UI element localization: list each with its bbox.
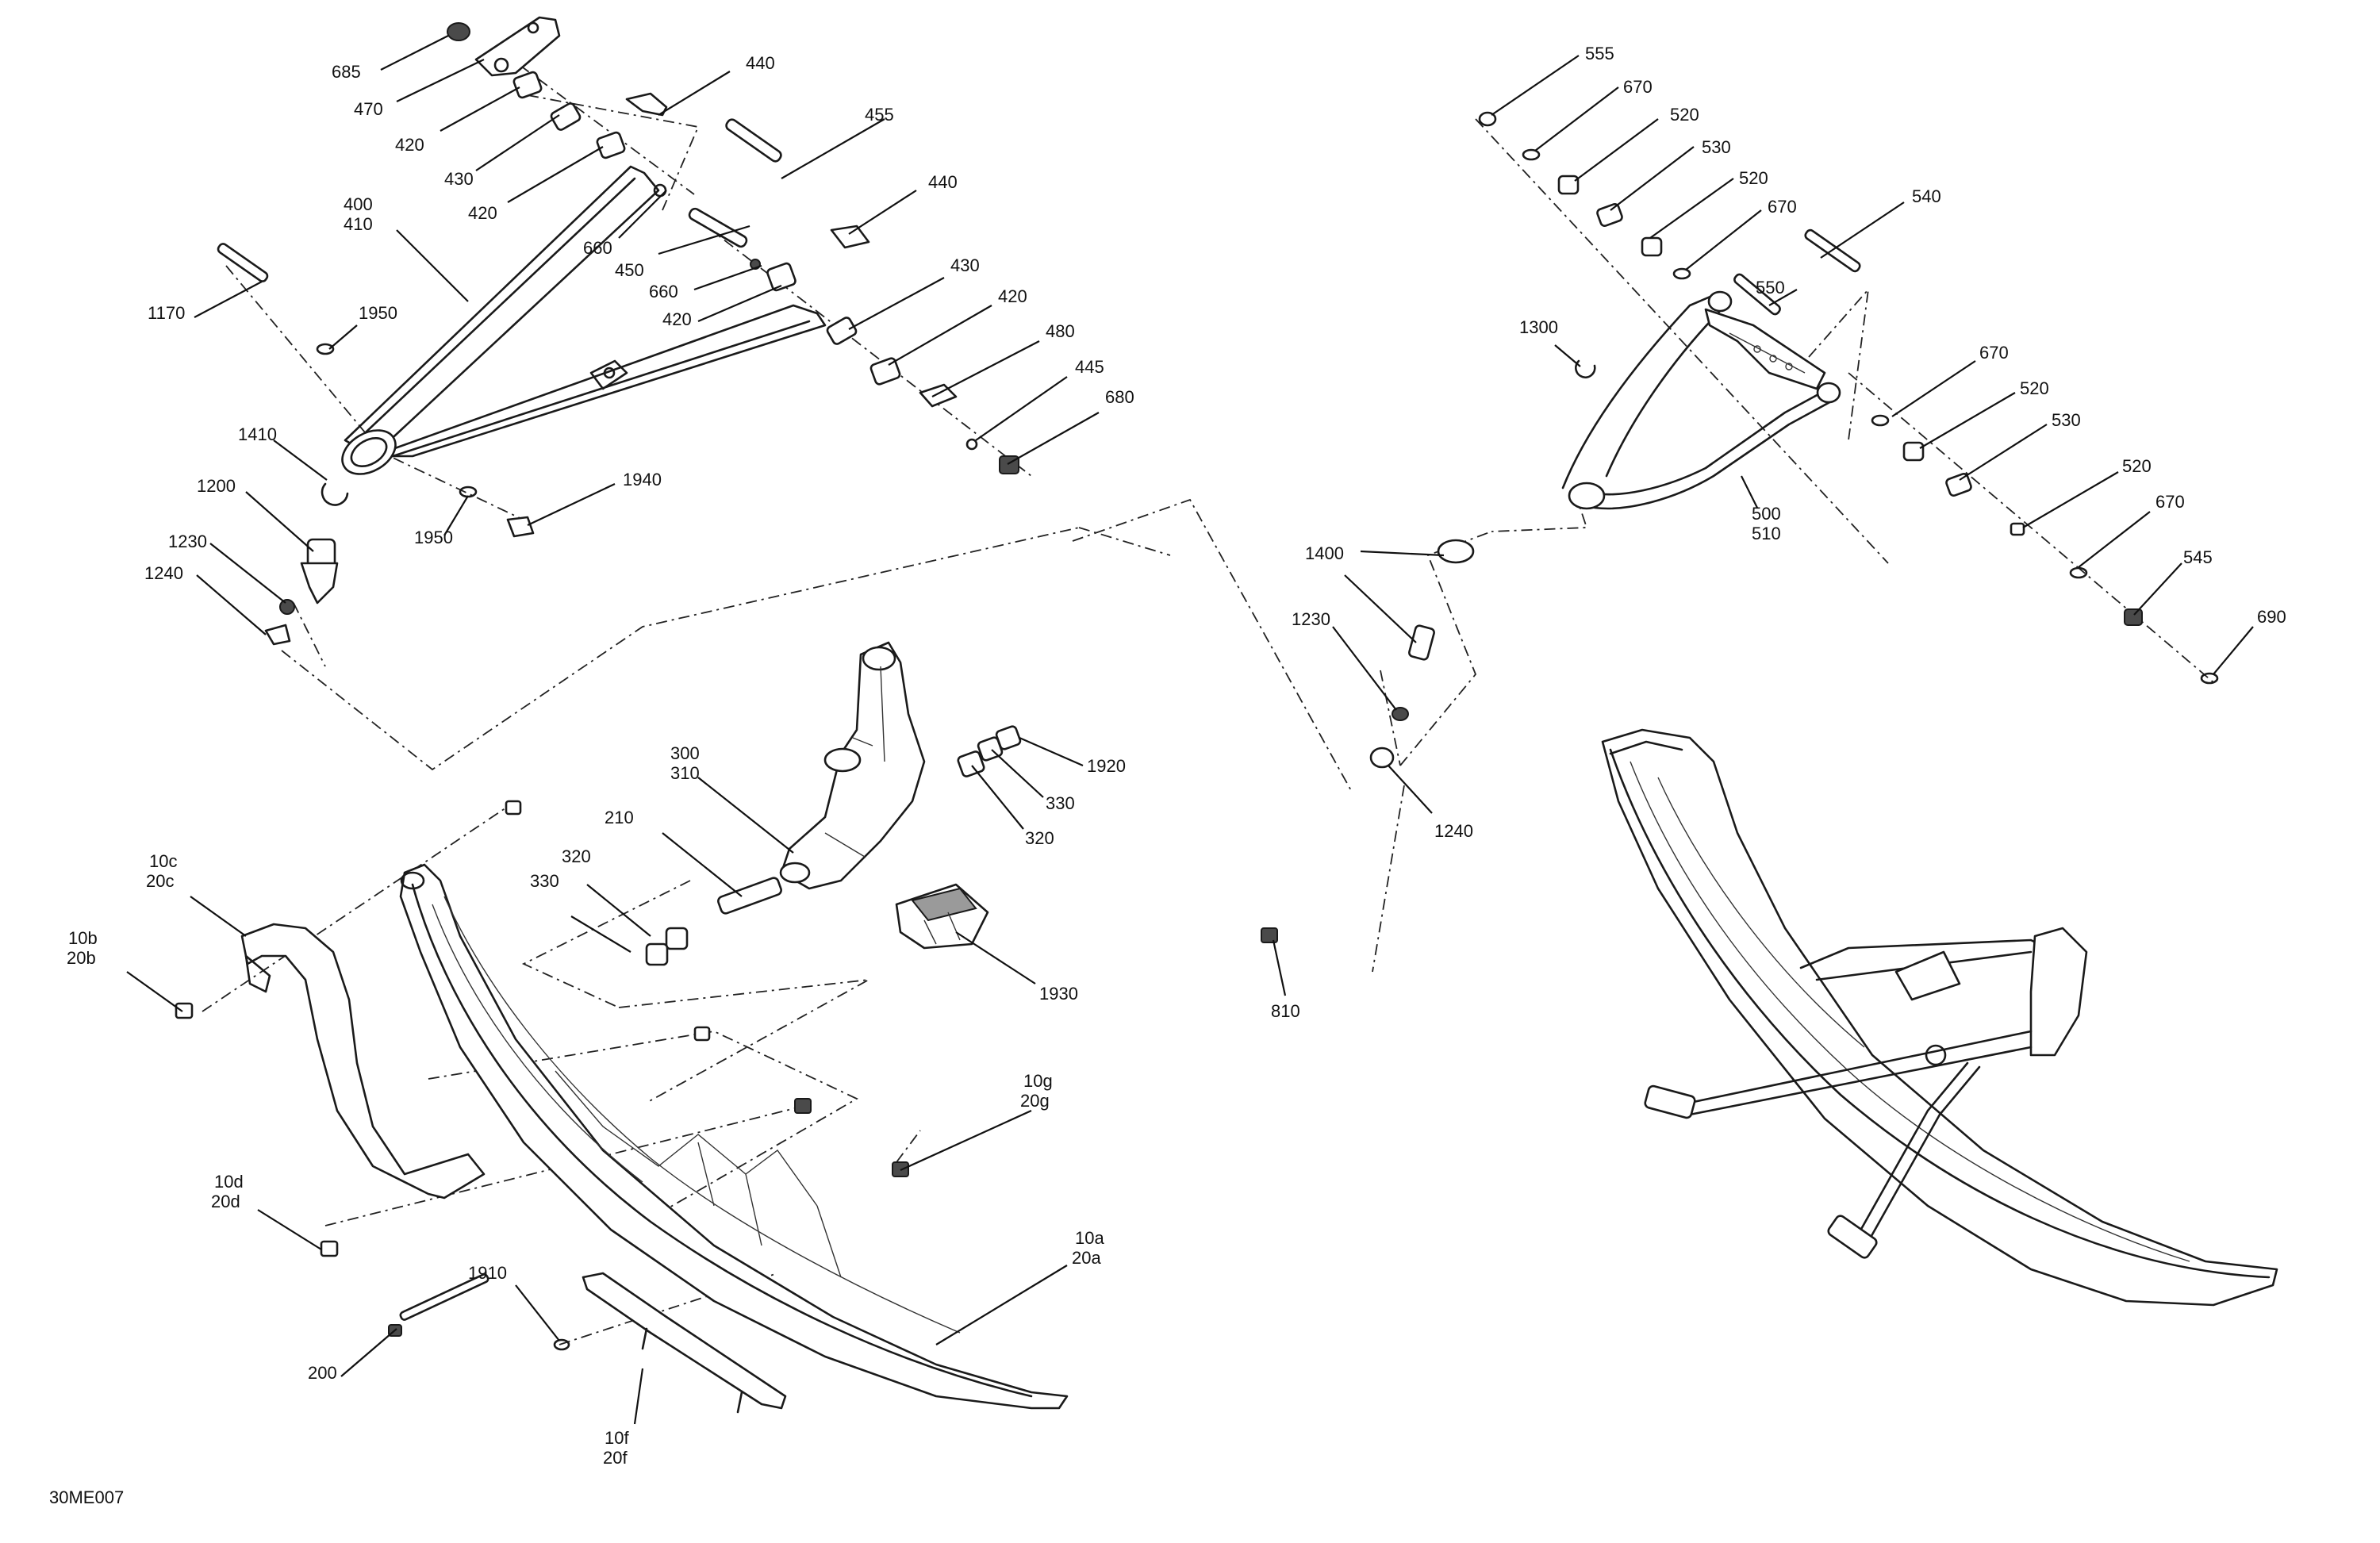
callout-10a: 10a: [1075, 1228, 1104, 1248]
callout-300: 300: [670, 743, 700, 763]
callout-330: 330: [530, 871, 559, 891]
callout-1950: 1950: [359, 303, 397, 323]
callout-520: 520: [2020, 378, 2049, 398]
callout-1940: 1940: [623, 470, 662, 489]
callout-545: 545: [2183, 547, 2213, 567]
callout-1930: 1930: [1039, 984, 1078, 1004]
ski-spindle: [779, 641, 926, 890]
callout-1950: 1950: [414, 528, 453, 547]
callout-leaders: [126, 35, 2254, 1425]
callout-480: 480: [1046, 321, 1075, 341]
callout-410: 410: [344, 214, 373, 234]
callout-1400: 1400: [1305, 543, 1344, 563]
callout-20b: 20b: [67, 948, 96, 968]
callout-10b: 10b: [68, 928, 98, 948]
callout-540: 540: [1912, 186, 1941, 206]
callout-810: 810: [1271, 1001, 1300, 1021]
callout-310: 310: [670, 763, 700, 783]
callout-660: 660: [583, 238, 612, 258]
callout-labels: 685 470 420 430 420 440 455 440 400 410 …: [67, 44, 2286, 1468]
callout-685: 685: [332, 62, 361, 82]
callout-10c: 10c: [149, 851, 177, 871]
callout-690: 690: [2257, 607, 2286, 627]
callout-1240: 1240: [1434, 821, 1473, 841]
callout-680: 680: [1105, 387, 1134, 407]
callout-20c: 20c: [146, 871, 174, 891]
callout-1910: 1910: [468, 1263, 507, 1283]
callout-20a: 20a: [1072, 1248, 1101, 1268]
callout-330: 330: [1046, 793, 1075, 813]
spindle-bushings: [645, 725, 1022, 966]
ski-left: [399, 863, 1069, 1410]
ski-handle: [240, 923, 486, 1199]
callout-1200: 1200: [197, 476, 236, 496]
callout-555: 555: [1585, 44, 1614, 63]
callout-660: 660: [649, 282, 678, 301]
callout-520: 520: [2122, 456, 2152, 476]
upper-bracket: [447, 16, 561, 77]
callout-440: 440: [746, 53, 775, 73]
ski-carbide: [582, 1272, 787, 1414]
rubber-block: [895, 883, 989, 950]
callout-20d: 20d: [211, 1192, 240, 1211]
callout-510: 510: [1752, 524, 1781, 543]
callout-450: 450: [615, 260, 644, 280]
callout-670: 670: [1768, 197, 1797, 217]
callout-455: 455: [865, 105, 894, 125]
callout-440: 440: [928, 172, 958, 192]
callout-10f: 10f: [605, 1428, 629, 1448]
callout-1170: 1170: [148, 303, 185, 323]
callout-520: 520: [1739, 168, 1768, 188]
upper-bushings: [217, 71, 1019, 538]
ski-fasteners: [175, 800, 1278, 1351]
callout-420: 420: [395, 135, 424, 155]
callout-670: 670: [1979, 343, 2009, 363]
assembled-suspension: [1644, 927, 2088, 1259]
callout-1230: 1230: [168, 532, 207, 551]
callout-430: 430: [444, 169, 474, 189]
callout-1920: 1920: [1087, 756, 1126, 776]
callout-20g: 20g: [1020, 1091, 1050, 1111]
callout-470: 470: [354, 99, 383, 119]
ball-joint-left: [264, 538, 339, 646]
assembly-center-lines: [202, 51, 2214, 1345]
callout-520: 520: [1670, 105, 1699, 125]
callout-530: 530: [2052, 410, 2081, 430]
callout-1300: 1300: [1519, 317, 1558, 337]
lower-arm-hardware: [1369, 111, 2219, 769]
callout-550: 550: [1756, 278, 1785, 297]
callout-320: 320: [1025, 828, 1054, 848]
callout-670: 670: [1623, 77, 1653, 97]
callout-420: 420: [468, 203, 497, 223]
callout-1410: 1410: [238, 424, 277, 444]
callout-10g: 10g: [1023, 1071, 1053, 1091]
callout-200: 200: [308, 1363, 337, 1383]
callout-20f: 20f: [603, 1448, 628, 1468]
callout-1240: 1240: [144, 563, 183, 583]
callout-420: 420: [662, 309, 692, 329]
callout-500: 500: [1752, 504, 1781, 524]
upper-a-arm: [341, 165, 827, 475]
callout-530: 530: [1702, 137, 1731, 157]
callout-210: 210: [605, 808, 634, 827]
assembled-ski: [1601, 728, 2278, 1307]
callout-1230: 1230: [1292, 609, 1330, 629]
callout-420: 420: [998, 286, 1027, 306]
callout-320: 320: [562, 846, 591, 866]
document-code: 30ME007: [49, 1487, 124, 1507]
callout-445: 445: [1075, 357, 1104, 377]
lower-a-arm: [1561, 290, 1841, 510]
callout-10d: 10d: [214, 1172, 244, 1192]
callout-400: 400: [344, 194, 373, 214]
callout-670: 670: [2155, 492, 2185, 512]
callout-430: 430: [950, 255, 980, 275]
